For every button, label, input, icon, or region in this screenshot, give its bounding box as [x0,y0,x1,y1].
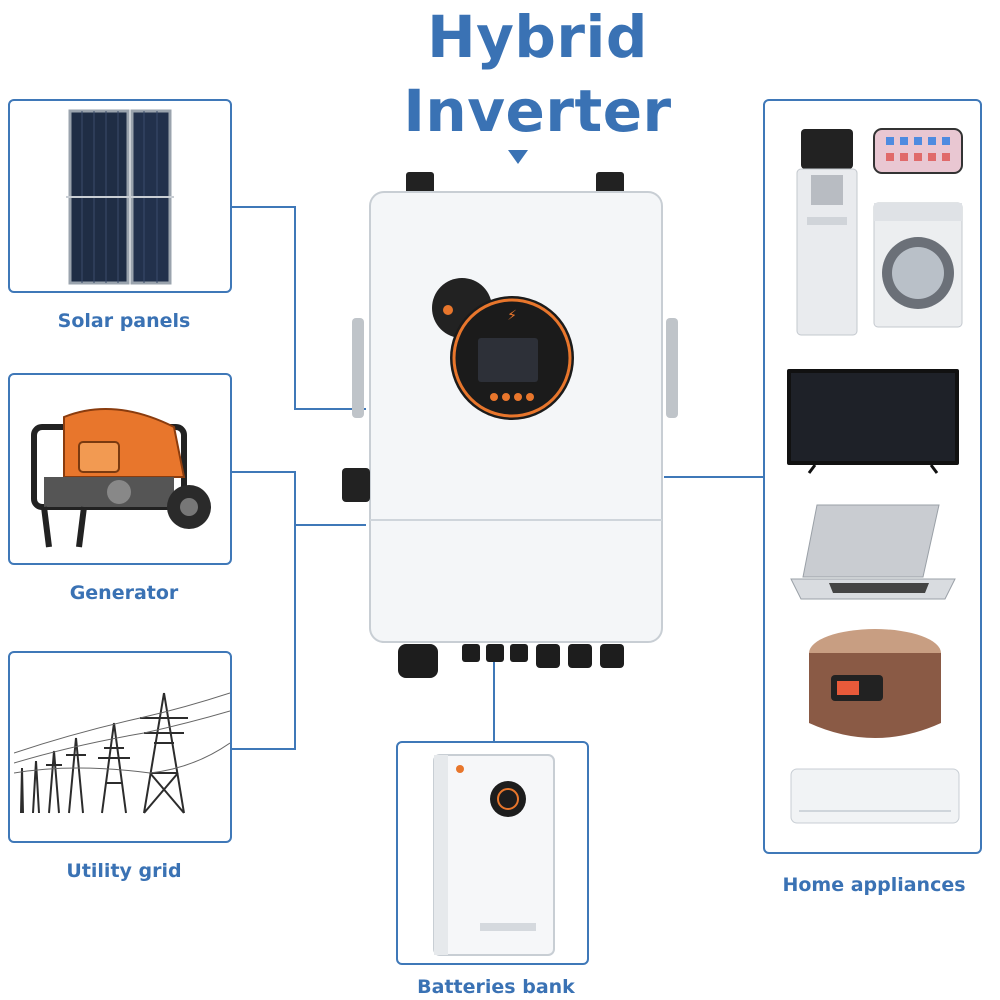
solar-panel-icon [66,109,174,285]
television-icon [787,369,959,474]
connector-solar [232,206,295,208]
inverter-unit: ⚡ [342,172,678,678]
battery-icon [433,754,555,956]
connector-generator [232,471,295,473]
connector-grid [232,748,295,750]
connector-battery [493,662,495,742]
utility-grid-label: Utility grid [66,860,182,882]
rice-cooker-icon [809,629,941,738]
home-appliances-label: Home appliances [782,874,966,896]
title-inverter: Inverter [403,77,672,145]
laptop-icon [790,504,956,600]
connector-appliances [664,476,764,478]
generator-icon [31,408,211,548]
washing-machine-icon [873,202,963,328]
solar-panels-label: Solar panels [57,310,191,332]
home-appliances-box [763,99,982,854]
air-conditioner-icon [790,768,960,824]
batteries-bank-label: Batteries bank [417,976,575,998]
svg-text:⚡: ⚡ [507,308,517,324]
generator-label: Generator [69,582,179,604]
title-arrow-icon [508,150,528,164]
smartphone-icon [873,128,963,174]
solar-panels-box [8,99,232,293]
utility-grid-box [8,651,232,843]
power-tower-icon [14,692,230,814]
title-hybrid: Hybrid [427,3,648,71]
batteries-bank-box [396,741,589,965]
generator-box [8,373,232,565]
water-dispenser-icon [796,129,858,336]
